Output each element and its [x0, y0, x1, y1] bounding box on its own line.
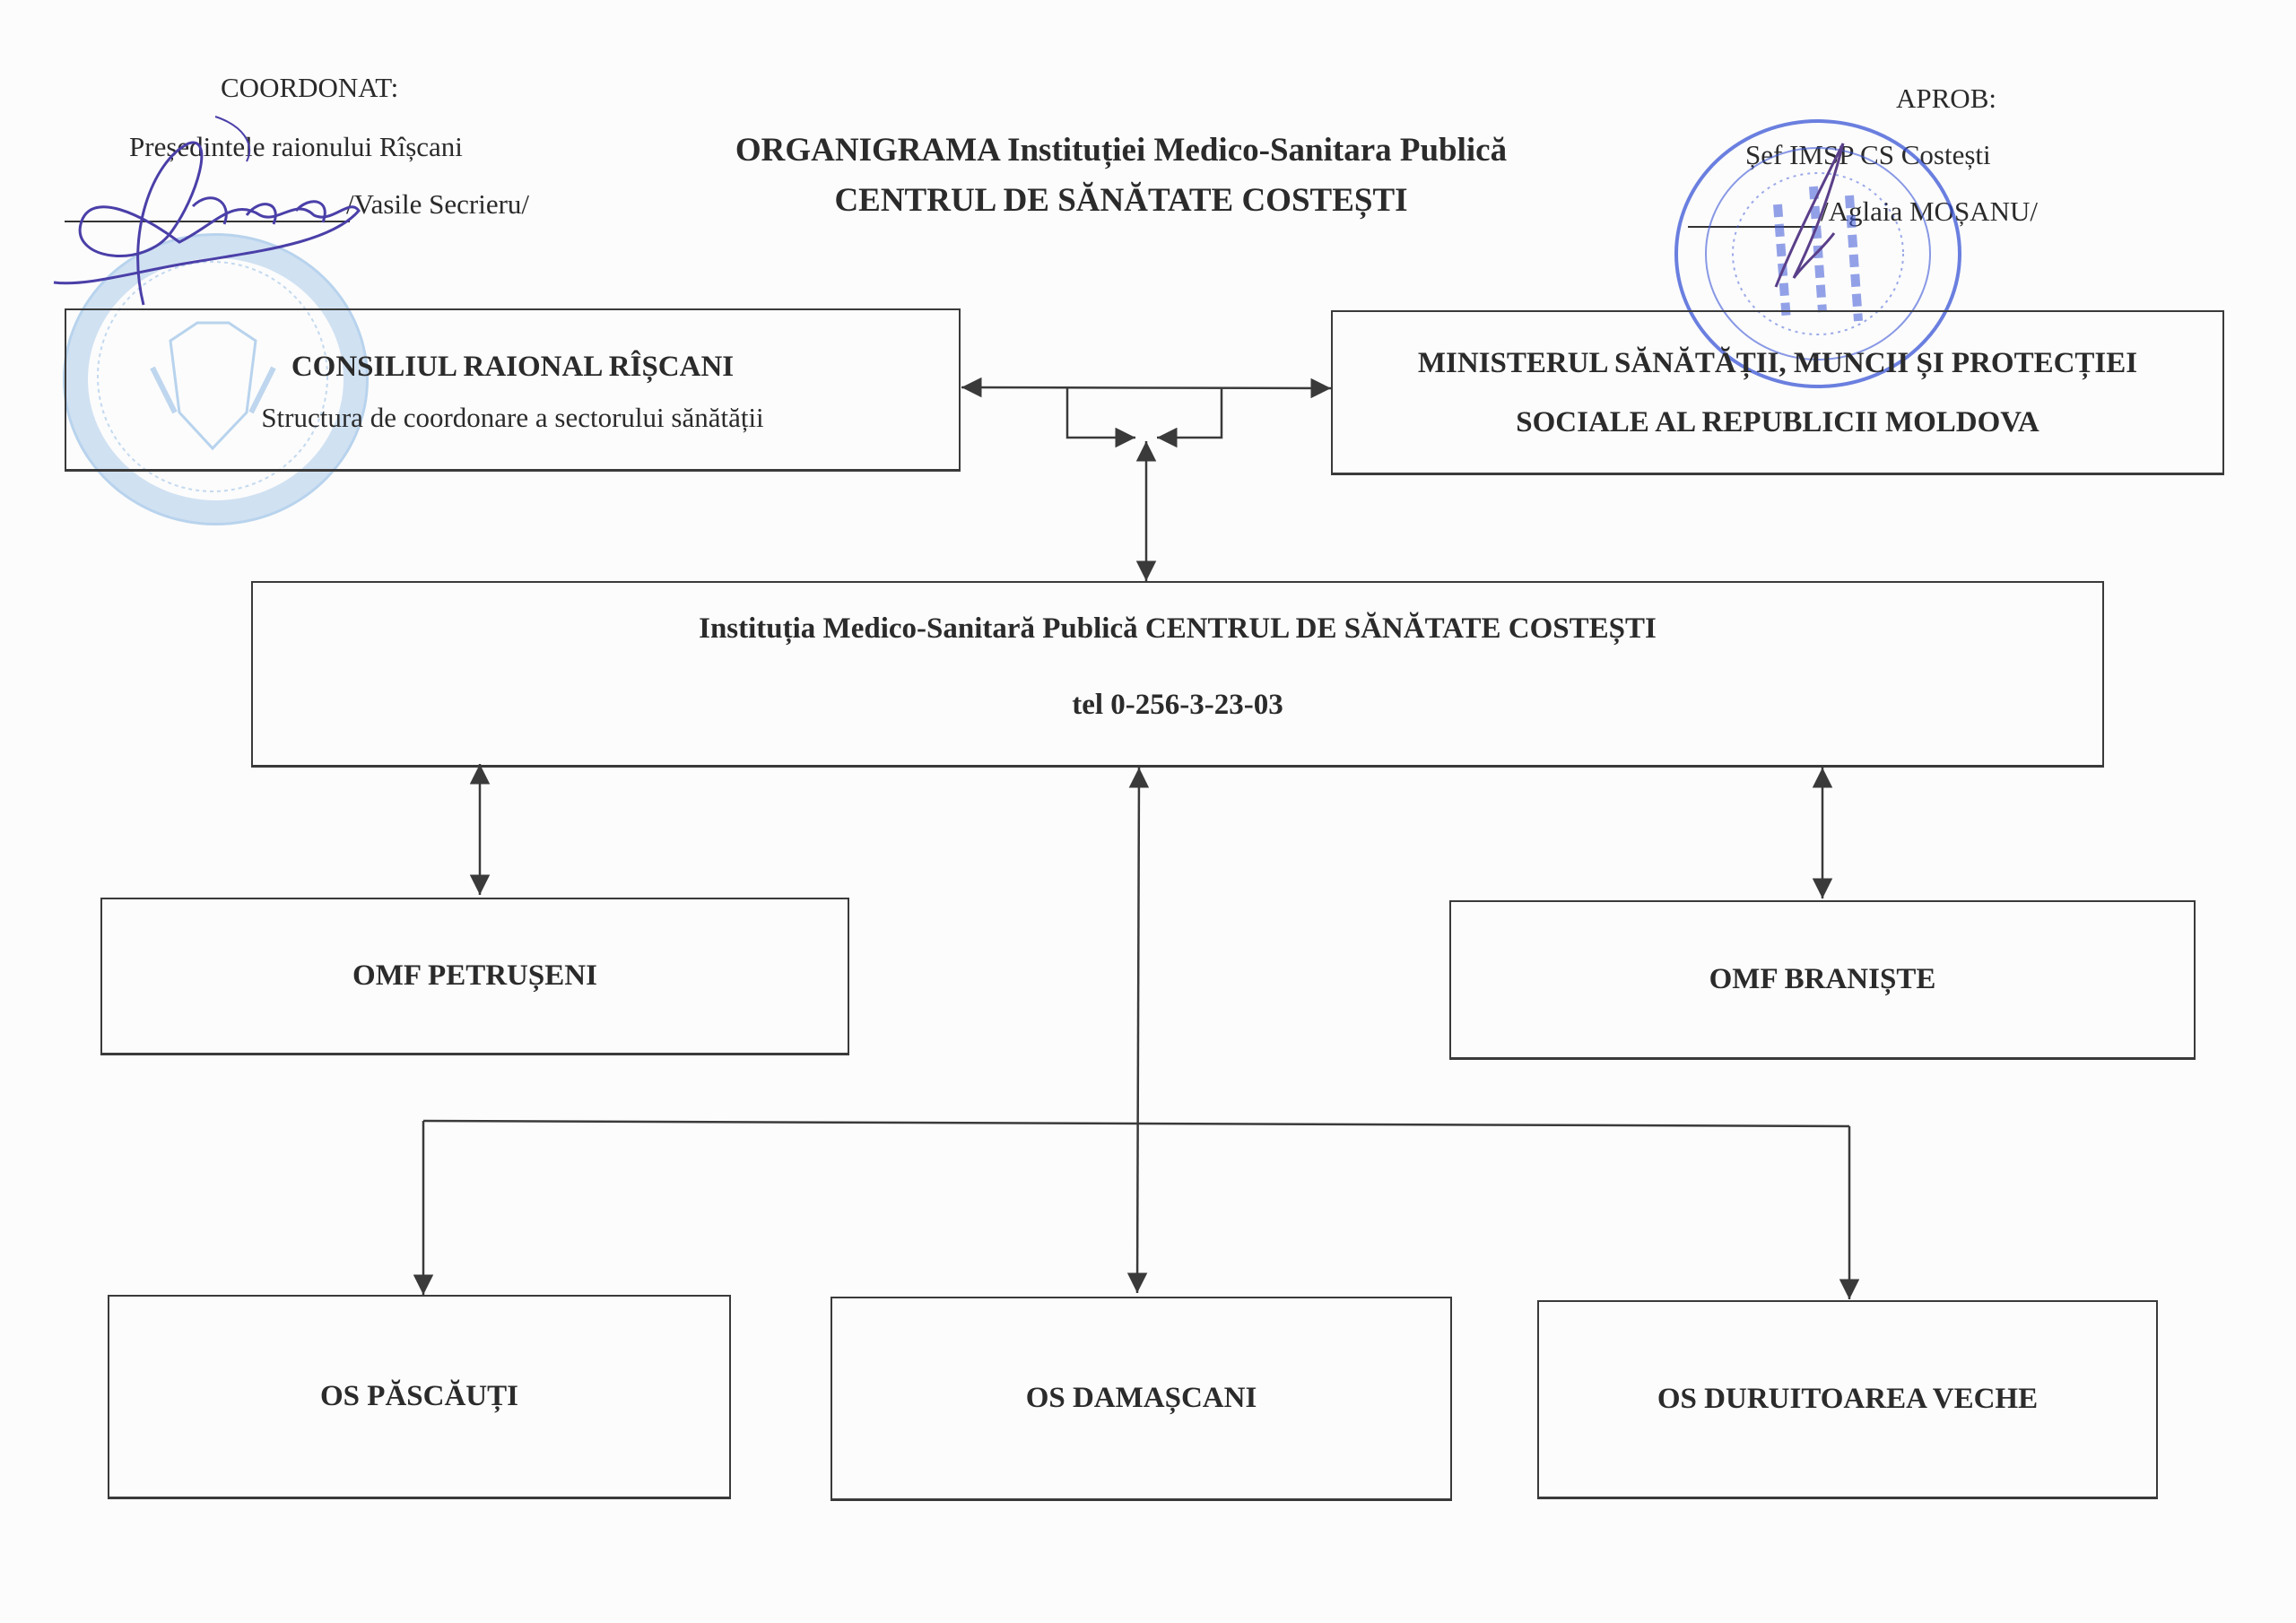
box-imsp-costesti: Instituția Medico-Sanitară Publică CENTR…	[251, 581, 2104, 768]
consiliul-subtitle: Structura de coordonare a sectorului săn…	[261, 402, 764, 434]
box-omf-petruseni: OMF PETRUȘENI	[100, 898, 849, 1055]
connector-consiliul-ministerul	[961, 377, 1332, 399]
coordonat-name: /Vasile Secrieru/	[346, 188, 530, 220]
ministerul-line1: MINISTERUL SĂNĂTĂȚII, MUNCII ȘI PROTECȚI…	[1417, 346, 2138, 379]
consiliul-title: CONSILIUL RAIONAL RÎȘCANI	[291, 351, 735, 384]
imsp-title: Instituția Medico-Sanitară Publică CENTR…	[699, 612, 1657, 645]
omf-petruseni-label: OMF PETRUȘENI	[352, 959, 597, 993]
omf-braniste-label: OMF BRANIȘTE	[1709, 963, 1936, 996]
connector-bracket-right	[1157, 388, 1223, 448]
imsp-phone: tel 0-256-3-23-03	[1072, 688, 1283, 721]
document-title-line2: CENTRUL DE SĂNĂTATE COSTEȘTI	[834, 182, 1408, 219]
document-title-line1: ORGANIGRAMA Instituției Medico-Sanitara …	[735, 132, 1508, 169]
box-os-damascani: OS DAMAȘCANI	[831, 1297, 1452, 1501]
connector-bracket-left	[1065, 388, 1135, 448]
os-damascani-label: OS DAMAȘCANI	[1025, 1382, 1257, 1415]
os-pascauti-label: OS PĂSCĂUȚI	[320, 1380, 518, 1413]
ministerul-line2: SOCIALE AL REPUBLICII MOLDOVA	[1516, 405, 2039, 438]
connector-branch-horizontal	[422, 1119, 1850, 1128]
aprob-label: APROB:	[1896, 82, 1996, 114]
document-title: ORGANIGRAMA Instituției Medico-Sanitara …	[628, 126, 1614, 226]
box-os-duruitoarea-veche: OS DURUITOAREA VECHE	[1537, 1300, 2158, 1499]
box-omf-braniste: OMF BRANIȘTE	[1449, 900, 2196, 1060]
connector-imsp-damascani	[1126, 767, 1150, 1294]
os-duruitoarea-label: OS DURUITOAREA VECHE	[1657, 1383, 2039, 1416]
box-ministerul: MINISTERUL SĂNĂTĂȚII, MUNCII ȘI PROTECȚI…	[1331, 310, 2224, 475]
box-os-pascauti: OS PĂSCĂUȚI	[108, 1295, 731, 1499]
box-consiliul-raional: CONSILIUL RAIONAL RÎȘCANI Structura de c…	[65, 308, 961, 472]
coordonat-label: COORDONAT:	[221, 72, 399, 103]
